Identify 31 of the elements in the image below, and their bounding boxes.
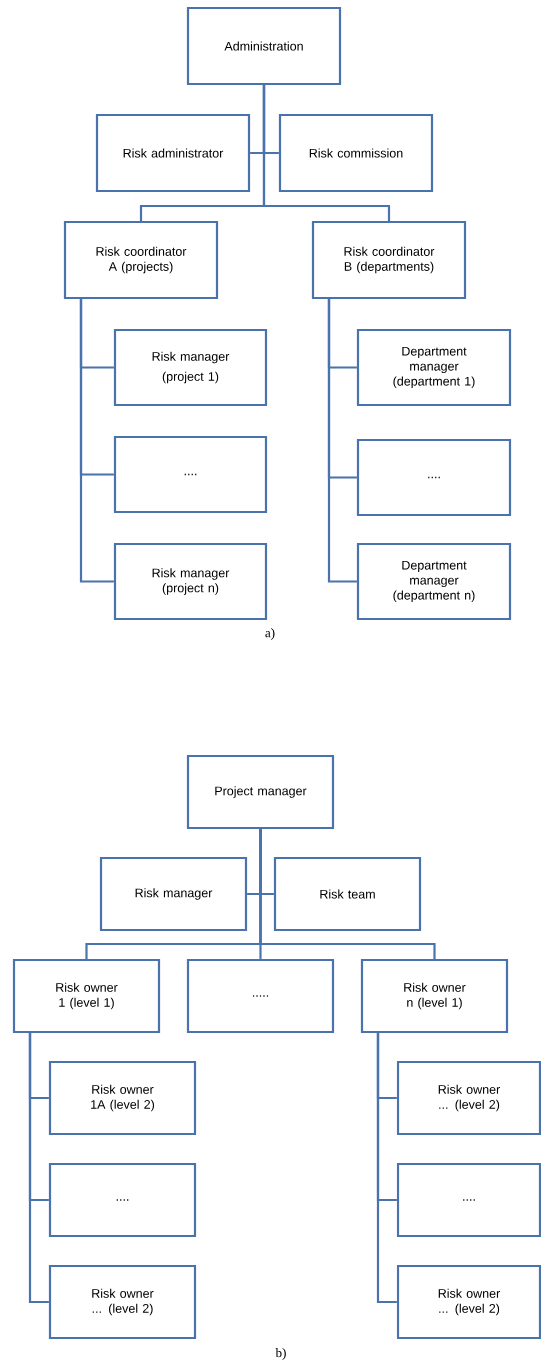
org-box: .... [113,435,268,514]
org-box: Project manager [186,754,335,830]
org-box: Risk manager [99,856,248,932]
org-box: Risk owner ... (level 2) [396,1060,541,1136]
connector-line [376,1032,397,1304]
org-box: .... [396,1162,541,1238]
org-box: Risk owner ... (level 2) [396,1264,541,1340]
connector-line [28,1032,49,1304]
org-box: Risk owner n (level 1) [360,958,509,1034]
org-box: Administration [186,6,342,86]
connector-line [262,85,391,221]
org-box: Risk administrator [95,113,251,193]
org-box: Risk team [273,856,422,932]
org-box: Risk manager (project 1) [113,328,268,407]
org-box: Department manager (department n) [356,542,512,621]
org-box: .... [356,438,512,517]
org-box: Risk manager (project n) [113,542,268,621]
org-box: Risk owner 1A (level 2) [48,1060,197,1136]
connector-line [327,298,357,583]
org-box: ..... [186,958,335,1034]
panel-label: a) [265,628,275,640]
panel-label: b) [275,1348,286,1360]
org-box: Risk coordinator B (departments) [311,220,467,300]
connector-line [259,829,436,959]
connector-line [79,298,114,583]
org-box: Risk coordinator A (projects) [63,220,219,300]
org-box: Risk owner ... (level 2) [48,1264,197,1340]
org-box: Risk owner 1 (level 1) [12,958,161,1034]
org-box: .... [48,1162,197,1238]
org-box: Department manager (department 1) [356,328,512,407]
org-box: Risk commission [278,113,434,193]
